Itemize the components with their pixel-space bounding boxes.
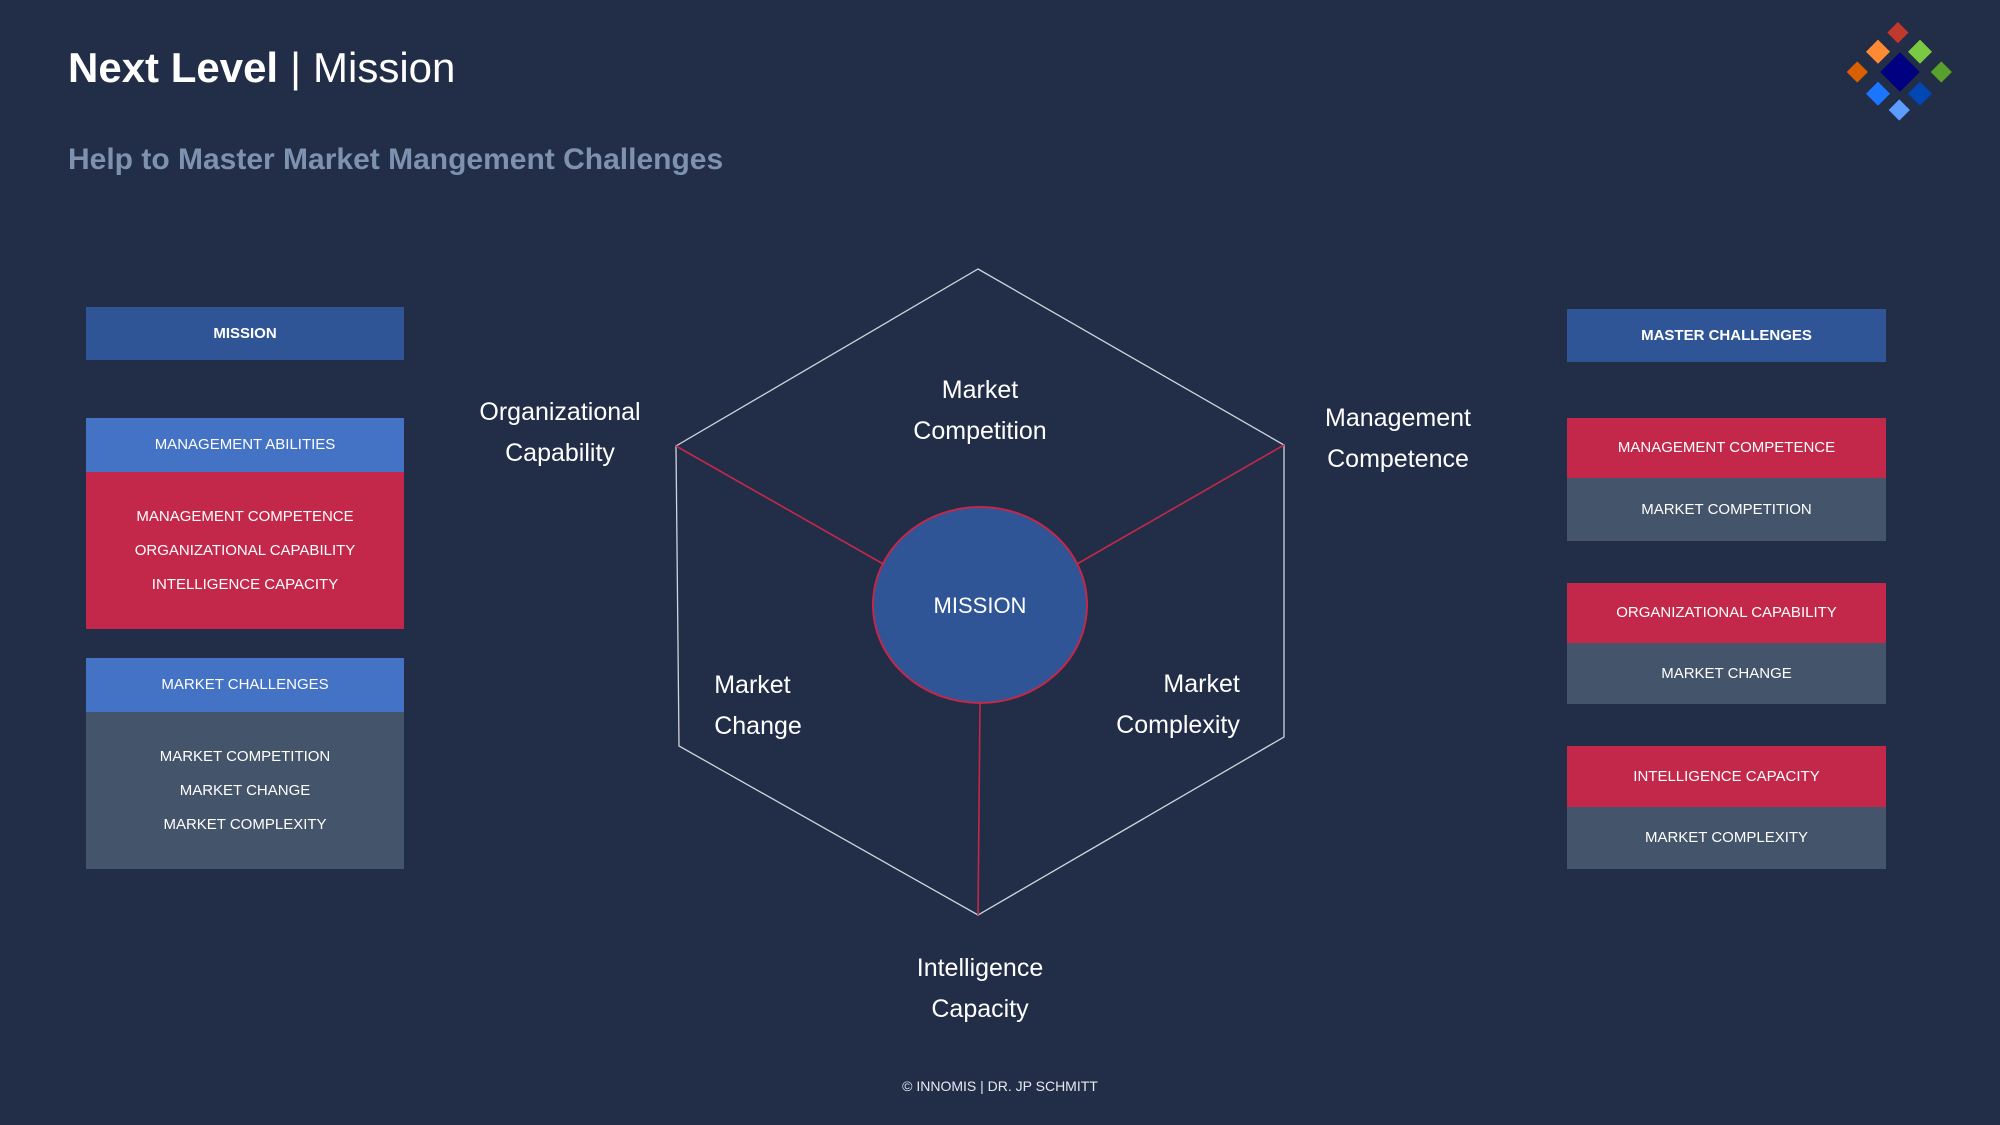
title-light: Mission bbox=[313, 44, 456, 91]
label-market-competition: Market Competition bbox=[913, 370, 1046, 452]
label-line: Complexity bbox=[1116, 711, 1240, 739]
logo-diamond bbox=[1907, 81, 1933, 106]
title-separator: | bbox=[290, 44, 302, 91]
pair-challenge: MARKET COMPETITION bbox=[1567, 478, 1886, 541]
label-line: Market bbox=[714, 671, 791, 699]
label-organizational-capability: Organizational Capability bbox=[479, 392, 640, 474]
pair-challenge: MARKET CHANGE bbox=[1567, 643, 1886, 704]
page-subtitle: Help to Master Market Mangement Challeng… bbox=[68, 143, 724, 176]
pair-challenge: MARKET COMPLEXITY bbox=[1567, 807, 1886, 869]
label-line: Market bbox=[1163, 670, 1240, 698]
market-challenges-list: MARKET COMPETITION MARKET CHANGE MARKET … bbox=[86, 712, 404, 869]
spoke-upper-right bbox=[1076, 444, 1285, 565]
label-intelligence-capacity: Intelligence Capacity bbox=[917, 948, 1043, 1030]
logo-diamond bbox=[1930, 61, 1952, 83]
list-item: MANAGEMENT COMPETENCE bbox=[136, 507, 354, 525]
label-management-competence: Management Competence bbox=[1325, 398, 1471, 480]
mission-circle bbox=[872, 506, 1088, 704]
list-item: INTELLIGENCE CAPACITY bbox=[151, 575, 339, 593]
label-line: Management bbox=[1325, 404, 1471, 432]
pair-ability: INTELLIGENCE CAPACITY bbox=[1567, 746, 1886, 807]
label-line: Market bbox=[941, 376, 1019, 404]
list-item: MARKET CHANGE bbox=[179, 781, 311, 799]
page-title: Next Level|Mission bbox=[68, 44, 455, 92]
pair-ability: ORGANIZATIONAL CAPABILITY bbox=[1567, 583, 1886, 643]
management-abilities-header: MANAGEMENT ABILITIES bbox=[86, 418, 404, 472]
mission-circle-label: MISSION bbox=[933, 593, 1027, 618]
mission-header: MISSION bbox=[86, 307, 404, 360]
label-market-change: Market Change bbox=[714, 665, 802, 747]
label-line: Organizational bbox=[479, 398, 641, 426]
logo-diamond bbox=[1865, 39, 1891, 64]
master-challenges-header: MASTER CHALLENGES bbox=[1567, 309, 1886, 362]
title-bold: Next Level bbox=[68, 44, 279, 91]
logo-diamond bbox=[1846, 61, 1868, 83]
list-item: MARKET COMPETITION bbox=[159, 747, 331, 765]
list-item: ORGANIZATIONAL CAPABILITY bbox=[134, 541, 356, 559]
management-abilities-list: MANAGEMENT COMPETENCE ORGANIZATIONAL CAP… bbox=[86, 472, 404, 629]
spoke-upper-left bbox=[675, 445, 886, 566]
label-market-complexity: Market Complexity bbox=[1116, 664, 1240, 746]
label-line: Change bbox=[714, 712, 802, 740]
list-item: MARKET COMPLEXITY bbox=[163, 815, 327, 833]
label-line: Competence bbox=[1327, 445, 1469, 473]
logo-diamond bbox=[1888, 99, 1910, 121]
logo-diamond bbox=[1907, 39, 1933, 64]
label-line: Capability bbox=[505, 439, 615, 467]
market-challenges-header: MARKET CHALLENGES bbox=[86, 658, 404, 712]
copyright-footer: © INNOMIS | DR. JP SCHMITT bbox=[902, 1078, 1098, 1094]
pair-ability: MANAGEMENT COMPETENCE bbox=[1567, 418, 1886, 478]
label-line: Intelligence bbox=[916, 954, 1044, 982]
label-line: Competition bbox=[913, 417, 1047, 445]
spoke-bottom bbox=[977, 702, 981, 916]
label-line: Capacity bbox=[931, 995, 1029, 1023]
logo bbox=[1846, 21, 1952, 121]
logo-diamond bbox=[1865, 81, 1891, 106]
